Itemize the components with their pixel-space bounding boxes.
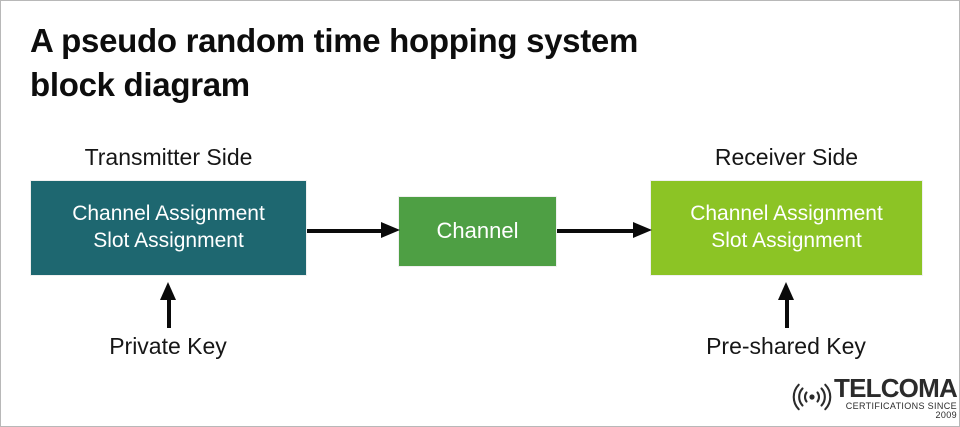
arrow-head	[778, 282, 794, 300]
arrow-head	[381, 222, 400, 238]
arrow-head	[160, 282, 176, 300]
arrow-private-key-to-transmitter-icon	[160, 282, 176, 328]
arrow-shaft	[557, 229, 635, 233]
block-transmitter-line-2: Slot Assignment	[93, 229, 244, 252]
arrow-preshared-key-to-receiver-icon	[778, 282, 794, 328]
preshared-key-label: Pre-shared Key	[706, 333, 866, 359]
telcoma-logo: TELCOMA CERTIFICATIONS SINCE 2009	[791, 375, 958, 419]
block-transmitter-line-1: Channel Assignment	[72, 202, 265, 226]
logo-brand-text: TELCOMA	[834, 372, 958, 403]
page-title: A pseudo random time hopping system bloc…	[30, 22, 639, 103]
block-receiver-line-2: Slot Assignment	[711, 229, 862, 252]
arrow-shaft	[785, 292, 789, 328]
logo-wordmark: TELCOMA CERTIFICATIONS SINCE 2009	[834, 372, 958, 420]
arrow-channel-to-receiver-icon	[557, 222, 652, 238]
logo-tagline-text: CERTIFICATIONS SINCE 2009	[845, 400, 957, 420]
receiver-side-caption: Receiver Side	[714, 144, 859, 170]
transmitter-side-caption: Transmitter Side	[84, 144, 253, 170]
block-transmitter: Channel Assignment Slot Assignment	[31, 181, 306, 275]
arrow-head	[633, 222, 652, 238]
block-channel: Channel	[399, 197, 556, 266]
block-channel-label: Channel	[436, 218, 519, 244]
block-receiver-line-1: Channel Assignment	[690, 202, 883, 226]
arrow-shaft	[307, 229, 383, 233]
block-receiver: Channel Assignment Slot Assignment	[651, 181, 922, 275]
wireless-signal-icon	[792, 383, 832, 411]
private-key-label: Private Key	[109, 333, 227, 359]
arrow-shaft	[167, 292, 171, 328]
arrow-transmitter-to-channel-icon	[307, 222, 400, 238]
